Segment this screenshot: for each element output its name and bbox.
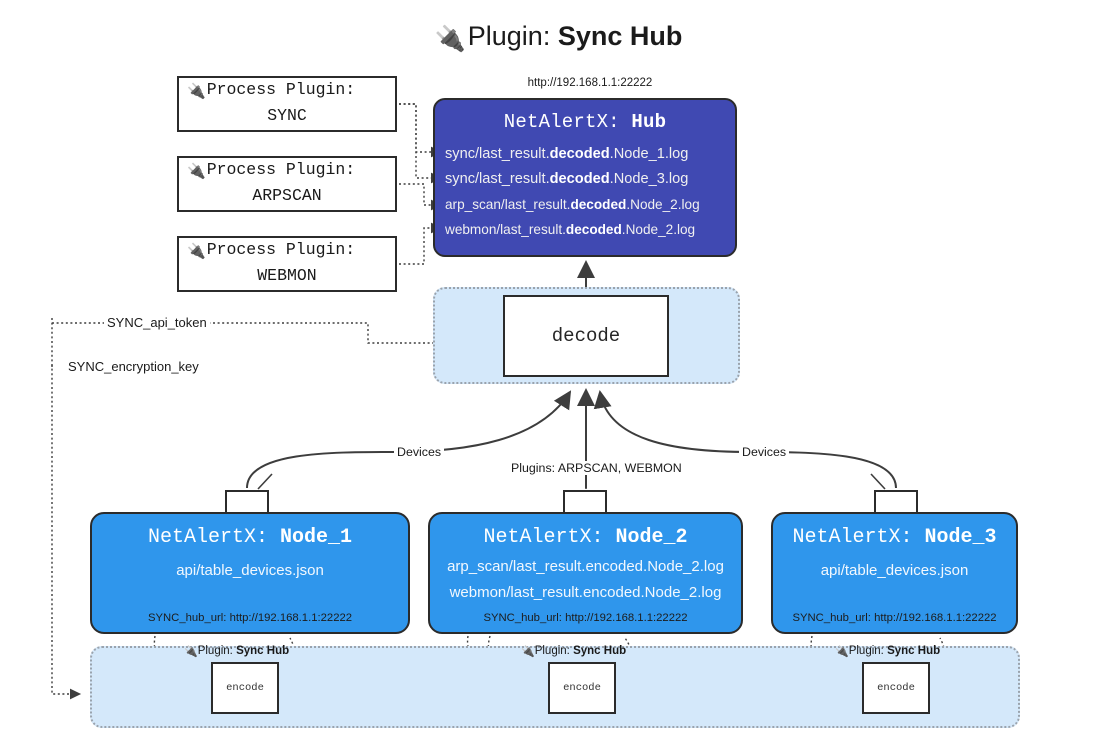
- decode-box[interactable]: decode: [503, 295, 669, 377]
- hub-header-label: NetAlertX:: [503, 111, 620, 133]
- hub-log-row: sync/last_result.decoded.Node_1.log: [445, 146, 689, 162]
- edge-label-plugins: Plugins: ARPSCAN, WEBMON: [508, 461, 685, 475]
- process-plugin-value: ARPSCAN: [252, 186, 322, 205]
- process-plugin-sync[interactable]: 🔌Process Plugin: SYNC: [177, 76, 397, 132]
- hub-url-label: http://192.168.1.1:22222: [527, 77, 653, 89]
- process-plugin-arpscan[interactable]: 🔌Process Plugin: ARPSCAN: [177, 156, 397, 212]
- node-2[interactable]: NetAlertX: Node_2 arp_scan/last_result.e…: [428, 512, 743, 634]
- sync-api-token-label: SYNC_api_token: [104, 315, 210, 330]
- hub-log-row: webmon/last_result.decoded.Node_2.log: [445, 222, 696, 237]
- plug-icon: 🔌: [187, 244, 206, 261]
- plug-icon: 🔌: [434, 25, 466, 53]
- hub-log-row: sync/last_result.decoded.Node_3.log: [445, 171, 689, 187]
- plug-icon: 🔌: [187, 84, 206, 101]
- encoder-plugin-label: 🔌Plugin: Sync Hub: [184, 645, 290, 658]
- process-plugin-title: 🔌Process Plugin:: [187, 80, 356, 101]
- process-plugin-title: 🔌Process Plugin:: [187, 160, 356, 181]
- encode-box-node-2[interactable]: encode: [548, 662, 616, 714]
- node-1[interactable]: NetAlertX: Node_1 api/table_devices.json…: [90, 512, 410, 634]
- node-header: NetAlertX: Node_1: [147, 526, 353, 549]
- process-plugin-value: SYNC: [267, 106, 307, 125]
- node-hub-url: SYNC_hub_url: http://192.168.1.1:22222: [792, 612, 997, 624]
- sync-encryption-key-label: SYNC_encryption_key: [65, 359, 202, 374]
- encode-box-node-1[interactable]: encode: [211, 662, 279, 714]
- node-resource: api/table_devices.json: [820, 562, 969, 579]
- page-title-value: Sync Hub: [557, 21, 683, 51]
- plug-icon: 🔌: [835, 646, 849, 658]
- encoder-plugin-label: 🔌Plugin: Sync Hub: [521, 645, 627, 658]
- node-hub-url: SYNC_hub_url: http://192.168.1.1:22222: [147, 612, 353, 624]
- node-resource: webmon/last_result.encoded.Node_2.log: [449, 584, 722, 601]
- node-hub-url: SYNC_hub_url: http://192.168.1.1:22222: [483, 612, 688, 624]
- node-3[interactable]: NetAlertX: Node_3 api/table_devices.json…: [771, 512, 1018, 634]
- node-resource: arp_scan/last_result.encoded.Node_2.log: [447, 558, 724, 575]
- encode-box-node-3[interactable]: encode: [862, 662, 930, 714]
- node-resource: api/table_devices.json: [176, 562, 324, 579]
- page-title-label: Plugin:: [467, 21, 551, 51]
- encoder-plugin-label: 🔌Plugin: Sync Hub: [835, 645, 941, 658]
- plug-icon: 🔌: [184, 646, 198, 658]
- process-plugin-value: WEBMON: [257, 266, 317, 285]
- process-plugin-webmon[interactable]: 🔌Process Plugin: WEBMON: [177, 236, 397, 292]
- hub-node[interactable]: NetAlertX: Hub sync/last_result.decoded.…: [433, 98, 737, 257]
- process-plugin-title: 🔌Process Plugin:: [187, 240, 356, 261]
- plug-icon: 🔌: [521, 646, 535, 658]
- hub-header: NetAlertX: Hub: [435, 111, 735, 133]
- hub-header-value: Hub: [631, 111, 667, 133]
- page-title: 🔌Plugin: Sync Hub: [0, 16, 1117, 59]
- node-header: NetAlertX: Node_3: [792, 526, 997, 549]
- edge-label-devices-left: Devices: [394, 445, 445, 459]
- node-header: NetAlertX: Node_2: [483, 526, 688, 549]
- plug-icon: 🔌: [187, 164, 206, 181]
- hub-log-row: arp_scan/last_result.decoded.Node_2.log: [445, 197, 700, 212]
- hub-log-list: sync/last_result.decoded.Node_1.log sync…: [435, 142, 735, 242]
- edge-label-devices-right: Devices: [739, 445, 790, 459]
